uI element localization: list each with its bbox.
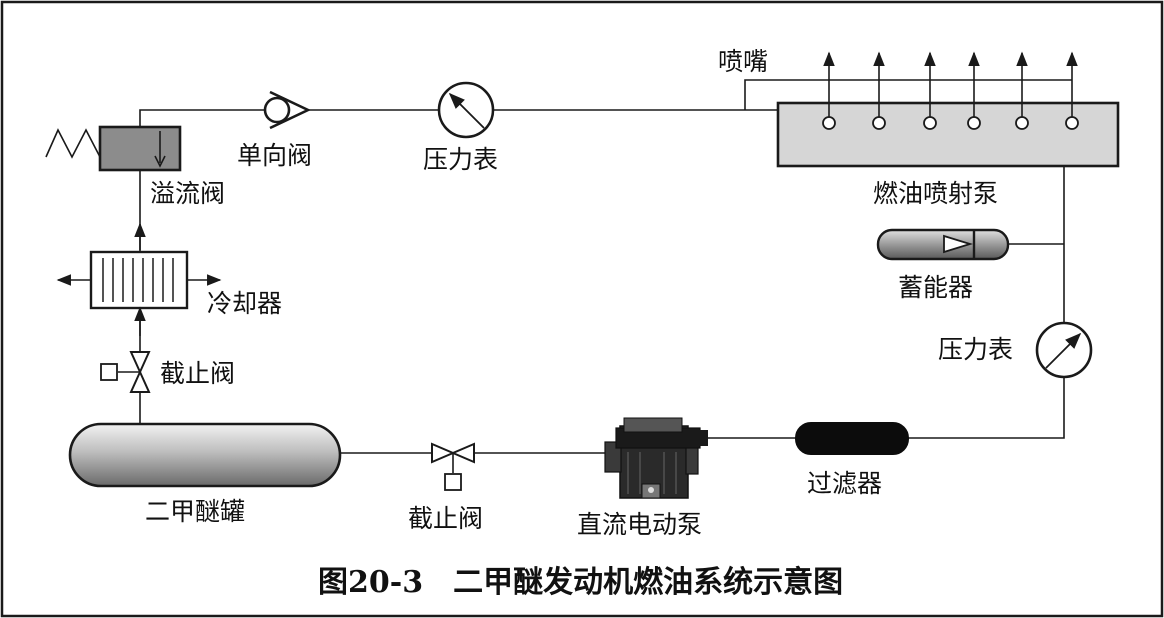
- figure-caption: 图20-3 二甲醚发动机燃油系统示意图: [318, 565, 843, 600]
- overflow-valve: [45, 125, 182, 172]
- stop-valve-bottom-label: 截止阀: [408, 504, 483, 533]
- stop-valve-left-icon: [100, 351, 151, 393]
- check-valve-label: 单向阀: [237, 141, 312, 170]
- dme-tank-icon: [68, 422, 342, 488]
- dc-pump-icon: [604, 417, 708, 499]
- pressure-gauge-right-icon: [1035, 321, 1093, 379]
- nozzle-arrows: [823, 51, 1078, 117]
- accumulator-icon: [876, 228, 1010, 261]
- dme-tank-label: 二甲醚罐: [145, 497, 245, 526]
- nozzle-label: 喷嘴: [718, 47, 768, 76]
- cooler-label: 冷却器: [207, 289, 282, 318]
- pressure-gauge-top-icon: [437, 81, 495, 139]
- pressure-gauge-right-label: 压力表: [938, 335, 1013, 364]
- accumulator-label: 蓄能器: [898, 273, 973, 302]
- pressure-gauge-top-label: 压力表: [423, 145, 498, 174]
- pipes: [139, 79, 1072, 454]
- injection-pump: [776, 51, 1120, 168]
- injection-pump-label: 燃油喷射泵: [873, 179, 998, 208]
- stop-valve-bottom-icon: [431, 442, 475, 491]
- filter-icon: [795, 422, 909, 455]
- dc-pump-label: 直流电动泵: [577, 510, 702, 539]
- check-valve-icon: [263, 90, 312, 130]
- cooler-icon: [56, 222, 222, 336]
- filter-label: 过滤器: [807, 469, 882, 498]
- stop-valve-left-label: 截止阀: [160, 359, 235, 388]
- overflow-valve-label: 溢流阀: [150, 179, 225, 208]
